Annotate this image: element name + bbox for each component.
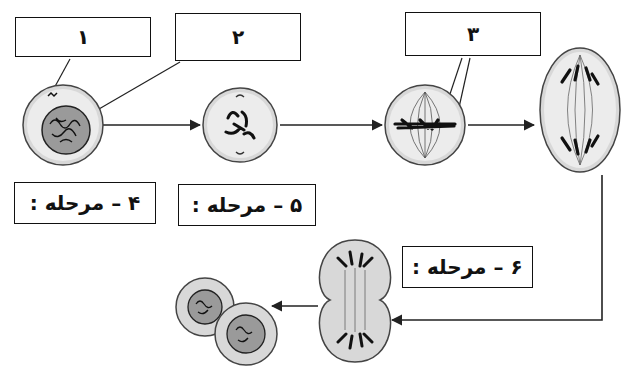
box-label: ۲: [232, 26, 244, 48]
anaphase-cell: [540, 48, 620, 172]
prophase-cell: [203, 88, 277, 162]
box-label: ۵ – مرحله :: [192, 194, 303, 216]
box-label: ۶ – مرحله :: [412, 256, 523, 278]
metaphase-cell: [385, 85, 465, 165]
stage-arrow: [102, 124, 200, 126]
stage-box: ۶ – مرحله :: [402, 246, 533, 288]
stage-box: ۴ – مرحله :: [14, 182, 156, 224]
stage-arrow: [392, 175, 602, 320]
stage-arrow: [272, 305, 318, 307]
callout-box: ۲: [175, 13, 301, 61]
callout-box: ۱: [15, 17, 151, 57]
box-label: ۳: [467, 23, 479, 45]
callout-box: ۳: [405, 12, 541, 56]
stage-box: ۵ – مرحله :: [178, 184, 316, 226]
stage-arrow: [468, 124, 534, 126]
box-label: ۱: [77, 26, 89, 48]
daughter-cells: [176, 278, 277, 365]
box-label: ۴ – مرحله :: [30, 192, 141, 214]
stage-arrow: [280, 124, 382, 126]
telophase-cell: [319, 240, 390, 362]
interphase-cell: [23, 85, 103, 165]
